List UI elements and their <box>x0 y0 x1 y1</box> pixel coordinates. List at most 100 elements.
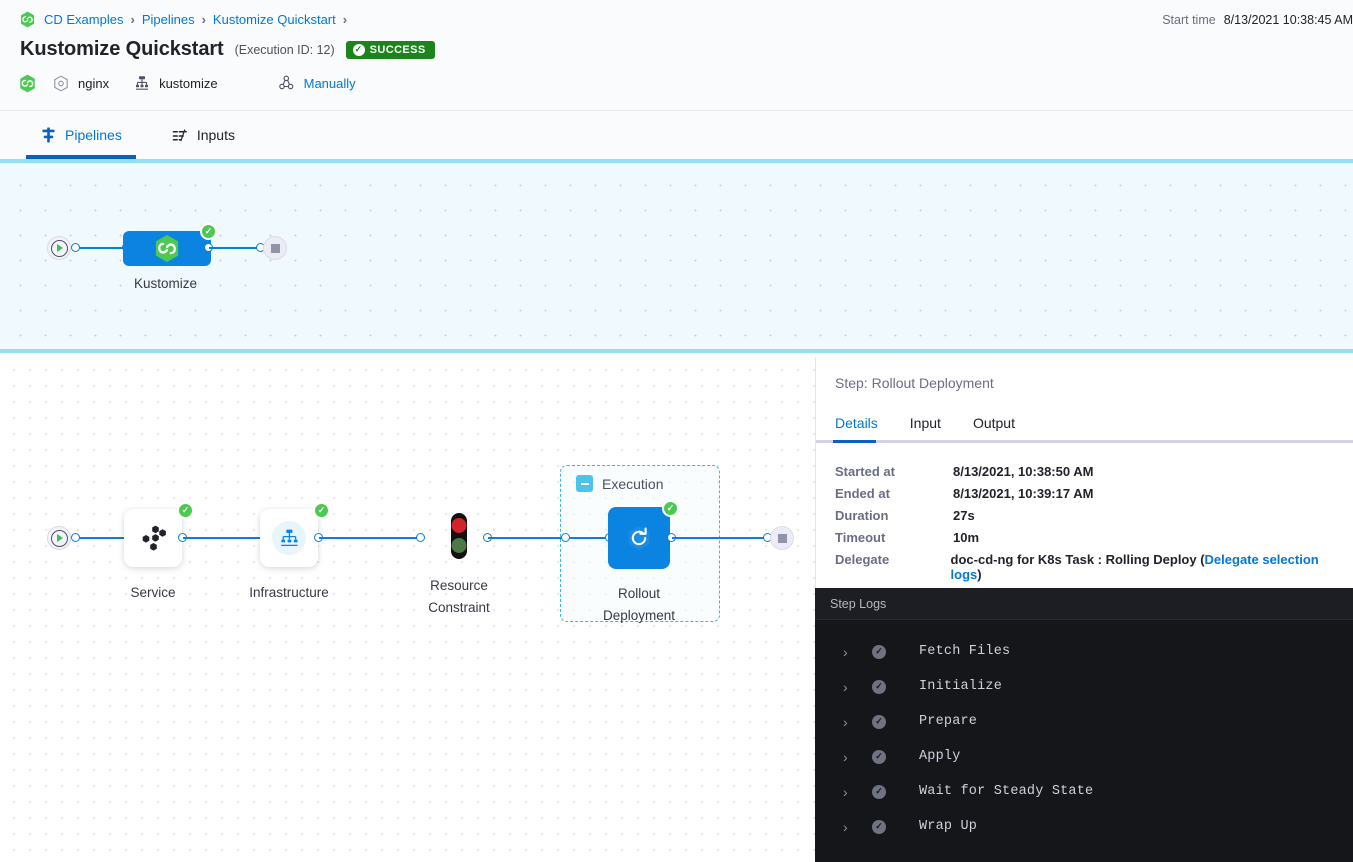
step-node-label-line1: Rollout <box>618 586 660 601</box>
log-row-wait-for-steady-state[interactable]: › ✓ Wait for Steady State <box>815 774 1353 809</box>
connector-port[interactable] <box>416 533 425 542</box>
harness-hex-icon <box>20 11 35 28</box>
chevron-right-icon[interactable]: › <box>843 750 857 764</box>
step-logs-header: Step Logs <box>815 588 1353 620</box>
tab-details[interactable]: Details <box>835 415 892 440</box>
step-node-infrastructure[interactable] <box>260 509 318 567</box>
step-node-rollout-deployment[interactable] <box>608 507 670 569</box>
rollout-refresh-icon <box>623 522 655 554</box>
meta-service-label: nginx <box>78 76 109 91</box>
connector <box>672 537 768 539</box>
meta-item-harness <box>18 74 36 92</box>
status-badge-label: SUCCESS <box>370 44 426 56</box>
traffic-light-icon <box>446 512 472 564</box>
step-logs-panel: Step Logs › ✓ Fetch Files › ✓ Initialize… <box>815 588 1353 862</box>
status-success-icon: ✓ <box>872 750 886 764</box>
stop-icon <box>263 236 287 260</box>
connector <box>209 247 261 249</box>
chevron-right-icon[interactable]: › <box>843 680 857 694</box>
tab-pipelines[interactable]: Pipelines <box>26 111 136 159</box>
meta-trigger-label[interactable]: Manually <box>304 76 356 91</box>
log-row-label: Prepare <box>919 714 977 729</box>
minus-icon[interactable] <box>576 475 593 492</box>
detail-value: 27s <box>953 508 975 523</box>
breadcrumb-item-kustomize-quickstart[interactable]: Kustomize Quickstart <box>213 12 336 27</box>
breadcrumb-separator: › <box>130 12 134 27</box>
detail-row-duration: Duration 27s <box>835 508 1345 523</box>
pipeline-start-node[interactable] <box>47 236 71 260</box>
stage-canvas[interactable]: Execution ✓ Service <box>0 357 815 862</box>
log-row-fetch-files[interactable]: › ✓ Fetch Files <box>815 634 1353 669</box>
log-row-apply[interactable]: › ✓ Apply <box>815 739 1353 774</box>
tab-inputs[interactable]: Inputs <box>158 111 249 159</box>
step-node-label-line2: Constraint <box>428 600 490 615</box>
breadcrumb-separator: › <box>202 12 206 27</box>
breadcrumb: CD Examples › Pipelines › Kustomize Quic… <box>20 11 347 28</box>
trigger-icon <box>278 74 296 92</box>
status-success-icon: ✓ <box>872 715 886 729</box>
log-row-prepare[interactable]: › ✓ Prepare <box>815 704 1353 739</box>
execution-group-header[interactable]: Execution <box>576 475 663 492</box>
breadcrumb-item-cd-examples[interactable]: CD Examples <box>44 12 123 27</box>
play-icon <box>47 236 71 260</box>
pipeline-canvas[interactable]: ✓ Kustomize <box>0 159 1353 353</box>
detail-key: Duration <box>835 508 953 523</box>
step-details-title: Step: Rollout Deployment <box>835 375 994 391</box>
status-success-icon: ✓ <box>872 820 886 834</box>
stage-node-kustomize[interactable] <box>123 231 211 266</box>
chevron-right-icon[interactable]: › <box>843 785 857 799</box>
status-success-icon: ✓ <box>200 223 217 240</box>
detail-row-started-at: Started at 8/13/2021, 10:38:50 AM <box>835 464 1345 479</box>
status-badge: ✓ SUCCESS <box>346 41 435 59</box>
breadcrumb-item-pipelines[interactable]: Pipelines <box>142 12 195 27</box>
log-row-label: Apply <box>919 749 961 764</box>
step-node-label: Infrastructure <box>228 582 350 604</box>
detail-row-delegate: Delegate doc-cd-ng for K8s Task : Rollin… <box>835 552 1345 582</box>
connector <box>488 537 616 539</box>
harness-hex-icon <box>18 74 36 92</box>
page-title: Kustomize Quickstart <box>20 38 224 61</box>
detail-value: 10m <box>953 530 979 545</box>
service-hex-icon <box>52 74 70 92</box>
step-details-tabs: Details Input Output <box>816 405 1353 443</box>
check-icon: ✓ <box>353 44 365 56</box>
meta-infrastructure-label: kustomize <box>159 76 218 91</box>
log-row-wrap-up[interactable]: › ✓ Wrap Up <box>815 809 1353 844</box>
status-success-icon: ✓ <box>177 502 194 519</box>
connector-port[interactable] <box>561 533 570 542</box>
breadcrumb-separator: › <box>343 12 347 27</box>
log-row-label: Fetch Files <box>919 644 1010 659</box>
stop-icon <box>770 526 794 550</box>
chevron-right-icon[interactable]: › <box>843 820 857 834</box>
tab-pipelines-label: Pipelines <box>65 127 122 143</box>
chevron-right-icon[interactable]: › <box>843 645 857 659</box>
log-row-initialize[interactable]: › ✓ Initialize <box>815 669 1353 704</box>
tab-input[interactable]: Input <box>910 415 955 440</box>
stage-end-node[interactable] <box>770 526 794 550</box>
step-logs-list: › ✓ Fetch Files › ✓ Initialize › ✓ Prepa… <box>815 620 1353 844</box>
log-row-label: Wait for Steady State <box>919 784 1093 799</box>
status-success-icon: ✓ <box>313 502 330 519</box>
start-time-value: 8/13/2021 10:38:45 AM <box>1224 13 1353 27</box>
connector <box>183 537 267 539</box>
detail-row-timeout: Timeout 10m <box>835 530 1345 545</box>
stage-start-node[interactable] <box>47 526 71 550</box>
connector-port[interactable] <box>71 243 80 252</box>
meta-item-trigger[interactable]: Manually <box>278 74 356 92</box>
infrastructure-icon <box>133 74 151 92</box>
detail-key: Ended at <box>835 486 953 501</box>
pipeline-end-node[interactable] <box>263 236 287 260</box>
title-row: Kustomize Quickstart (Execution ID: 12) … <box>20 38 435 61</box>
connector-port[interactable] <box>71 533 80 542</box>
stage-node-label: Kustomize <box>108 273 223 295</box>
status-success-icon: ✓ <box>662 500 679 517</box>
execution-meta-row: nginx kustomize <box>18 74 356 92</box>
detail-key: Delegate <box>835 552 951 582</box>
step-node-service[interactable] <box>124 509 182 567</box>
start-time-label: Start time <box>1162 13 1216 27</box>
step-node-resource-constraint[interactable] <box>446 512 472 569</box>
chevron-right-icon[interactable]: › <box>843 715 857 729</box>
inputs-icon <box>172 127 188 143</box>
tab-output[interactable]: Output <box>973 415 1029 440</box>
step-node-label: Service <box>97 582 209 604</box>
